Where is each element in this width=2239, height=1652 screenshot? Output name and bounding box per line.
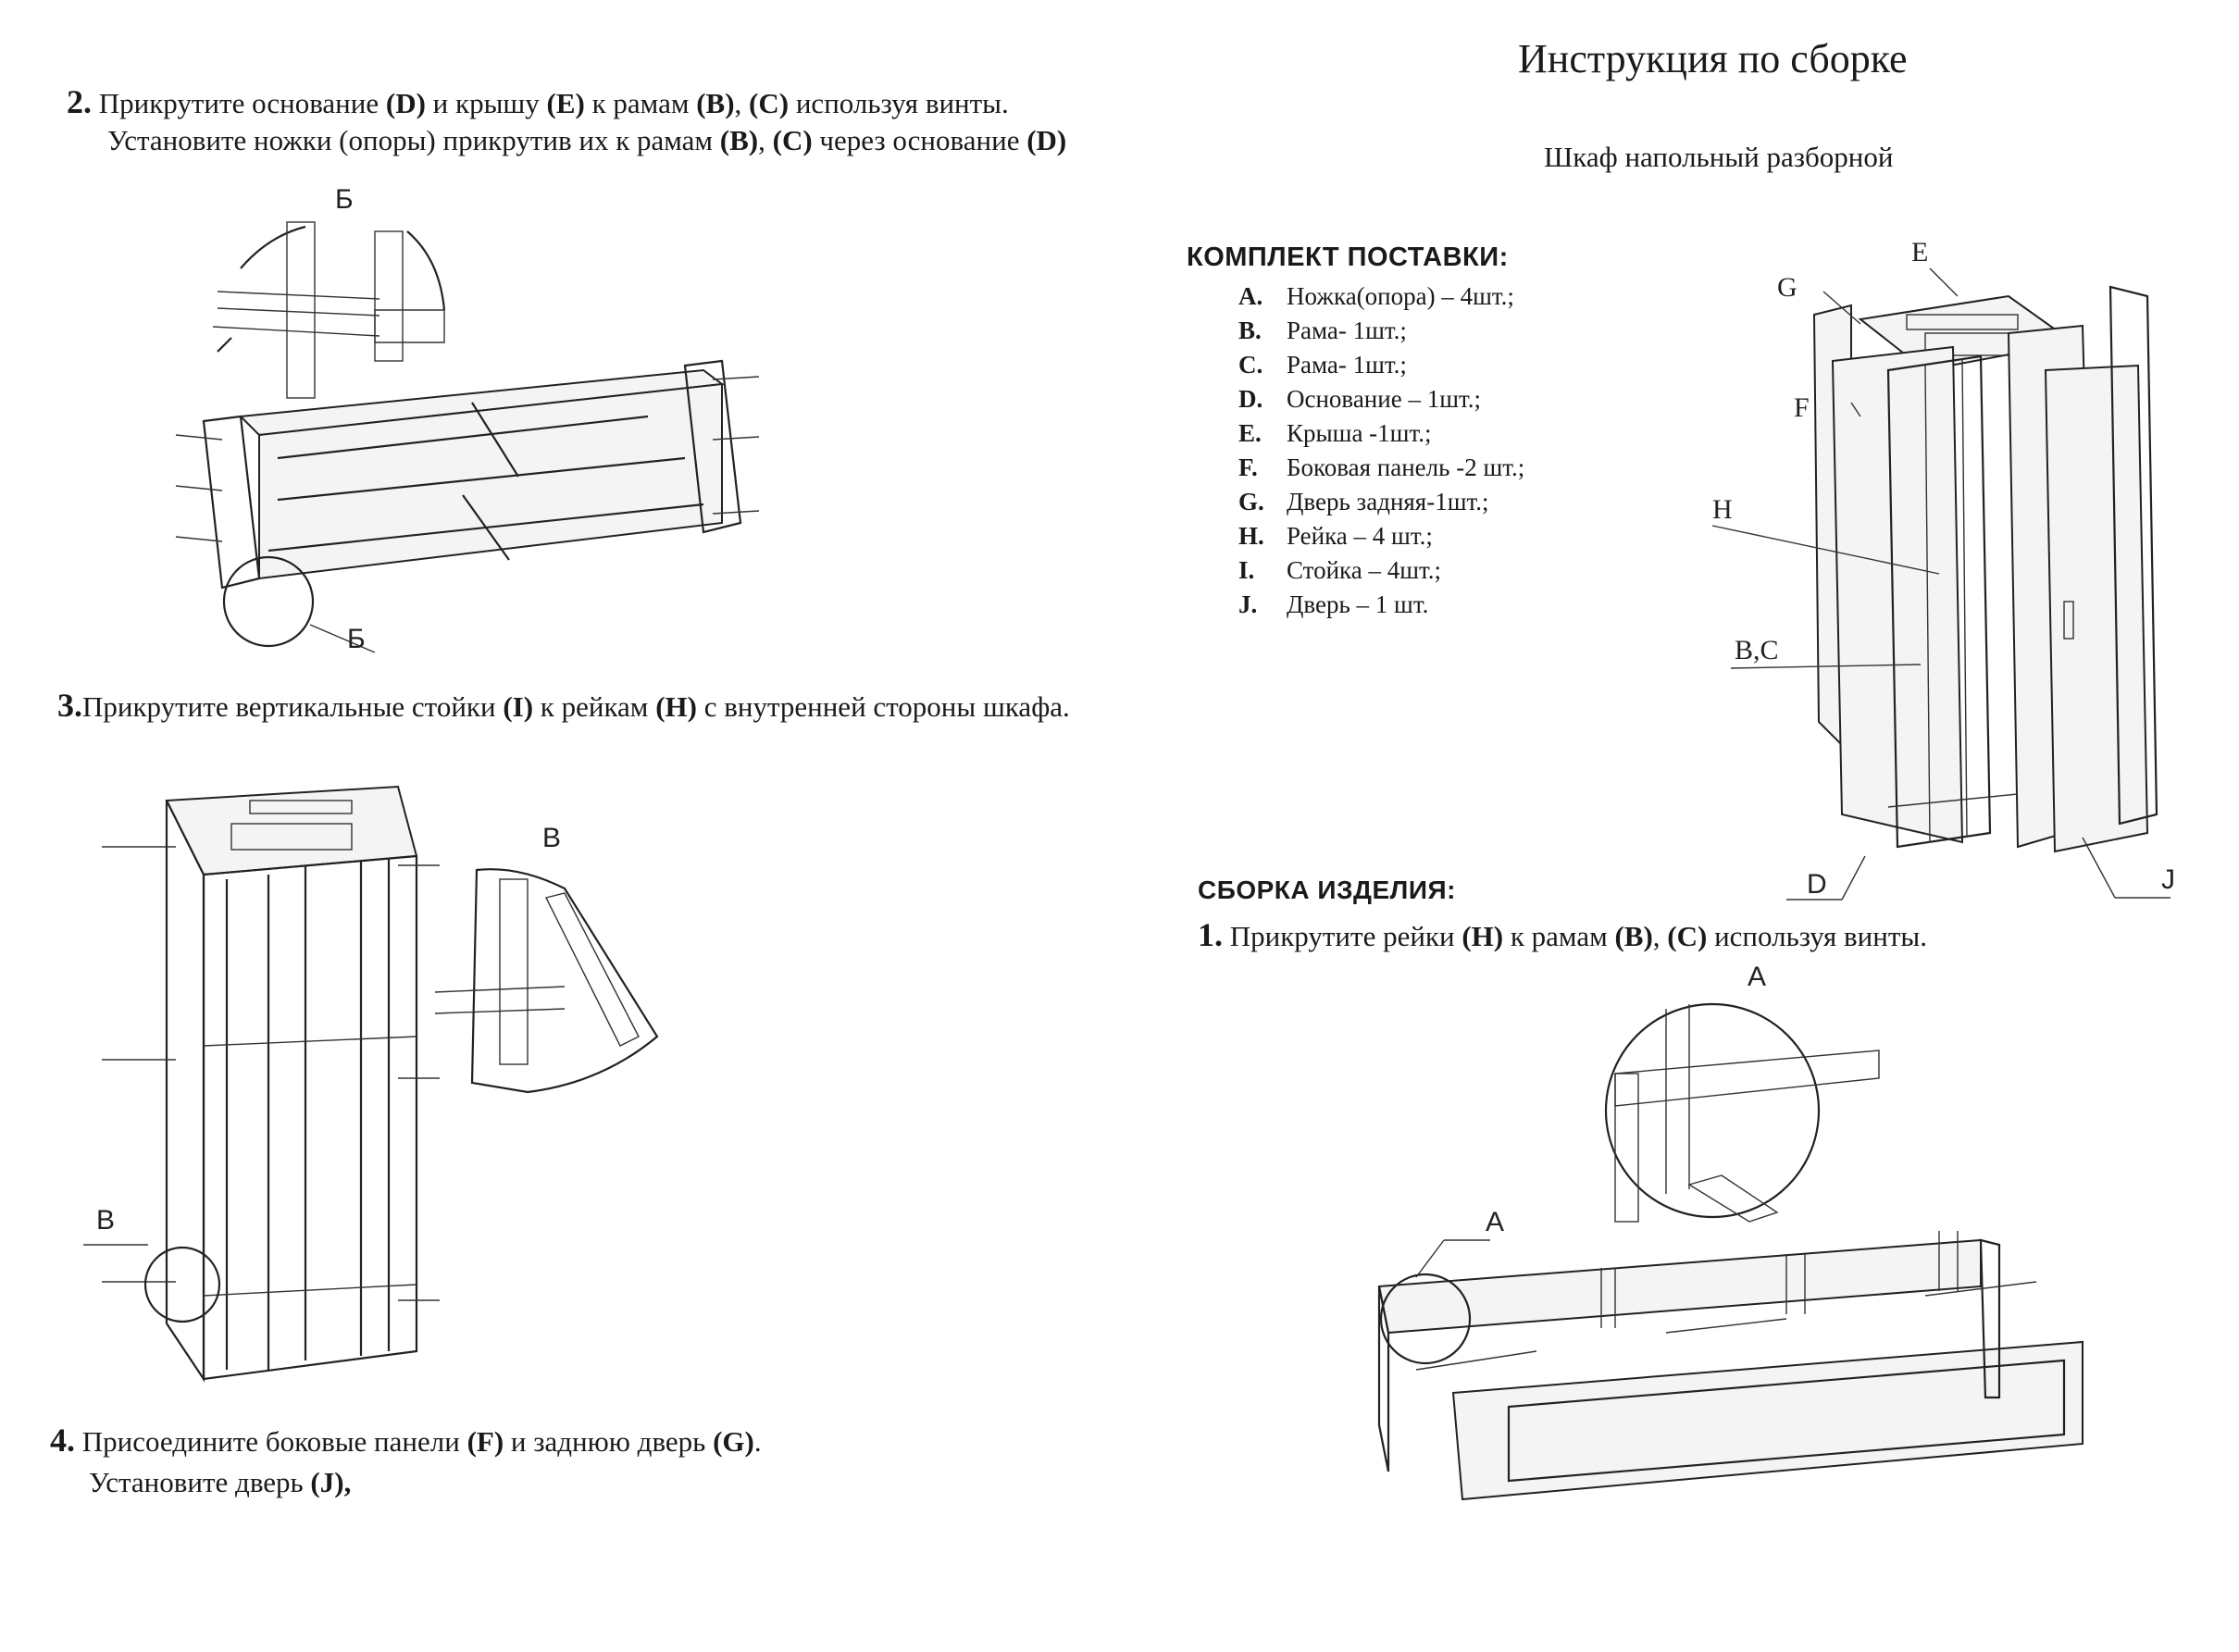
kit-item: E. Крыша -1шт.; [1238, 416, 1524, 451]
step-3-text-part: с внутренней стороны шкафа. [696, 690, 1070, 723]
step-2-text-part: через основание [812, 124, 1027, 156]
step-2-text-part: , [734, 87, 750, 119]
kit-item-text: Дверь задняя-1шт.; [1287, 488, 1489, 515]
step-1-ref: (B) [1614, 920, 1653, 952]
kit-item-letter: B. [1238, 317, 1262, 344]
step-4-ref: (G) [713, 1425, 754, 1458]
kit-item: I. Стойка – 4шт.; [1238, 553, 1524, 588]
kit-heading: КОМПЛЕКТ ПОСТАВКИ: [1187, 242, 1509, 272]
assembly-heading: СБОРКА ИЗДЕЛИЯ: [1198, 876, 1456, 904]
kit-item-text: Стойка – 4шт.; [1287, 556, 1442, 584]
kit-item: C. Рама- 1шт.; [1238, 348, 1524, 382]
step-4-text-part: и заднюю дверь [504, 1425, 714, 1458]
step-1-ref: (H) [1462, 920, 1504, 952]
step-2-text-part: к рамам [584, 87, 697, 119]
step-3-text-part: к рейкам [533, 690, 656, 723]
step-2-text-part: Установите ножки (опоры) прикрутив их к … [107, 124, 720, 156]
step-2-ref: (C) [772, 124, 813, 156]
kit-item-letter: I. [1238, 556, 1255, 584]
kit-item-text: Основание – 1шт.; [1287, 385, 1482, 413]
kit-item: D. Основание – 1шт.; [1238, 382, 1524, 416]
label-v-inset: B [542, 823, 561, 853]
label-cabinet-j: J [2161, 864, 2175, 895]
step-4-ref: (F) [466, 1425, 504, 1458]
step-2-ref: (B) [719, 124, 759, 156]
kit-item-letter: G. [1238, 488, 1264, 515]
kit-item-text: Рейка – 4 шт.; [1287, 522, 1433, 550]
kit-item: H. Рейка – 4 шт.; [1238, 519, 1524, 553]
kit-item-letter: J. [1238, 590, 1258, 618]
step-2-number: 2. [67, 83, 92, 120]
label-cabinet-g: G [1777, 272, 1797, 303]
kit-item-text: Ножка(опора) – 4шт.; [1287, 282, 1514, 310]
step-2-ref: (D) [385, 87, 426, 119]
kit-item-letter: H. [1238, 522, 1264, 550]
step-1-number: 1. [1198, 916, 1223, 953]
step-4-text: 4. Присоедините боковые панели (F) и зад… [50, 1422, 762, 1501]
step-2-text: 2. Прикрутите основание (D) и крышу (E) … [67, 83, 1066, 159]
kit-item: B. Рама- 1шт.; [1238, 314, 1524, 348]
step-3-text-part: Прикрутите вертикальные стойки [82, 690, 504, 723]
step-1-text: 1. Прикрутите рейки (H) к рамам (B), (C)… [1198, 916, 1927, 955]
label-b-bottom: Б [347, 624, 366, 654]
step-2-ref: (C) [749, 87, 790, 119]
step-2-text-part: и крышу [425, 87, 547, 119]
step-2-ref: (D) [1026, 124, 1067, 156]
kit-list: A. Ножка(опора) – 4шт.; B. Рама- 1шт.; C. Р… [1238, 279, 1524, 622]
step-2-text-part: , [758, 124, 773, 156]
kit-item-text: Дверь – 1 шт. [1287, 590, 1429, 618]
step-1-text-part: , [1652, 920, 1668, 952]
kit-item: F. Боковая панель -2 шт.; [1238, 451, 1524, 485]
step-4-ref: (J), [310, 1466, 352, 1498]
step-2-diagram: Б Б [175, 184, 760, 654]
kit-item-text: Боковая панель -2 шт.; [1287, 453, 1525, 481]
step-4-text-part: Установите дверь [89, 1466, 311, 1498]
page-title: Инструкция по сборке [1518, 36, 1908, 81]
label-a-detail: A [1748, 962, 1766, 992]
step-4-text-part: . [753, 1425, 762, 1458]
step-1-diagram: A A [1377, 962, 2084, 1501]
label-b-top: Б [335, 184, 354, 215]
step-1-text-part: используя винты. [1707, 920, 1927, 952]
step-3-text: 3.Прикрутите вертикальные стойки (I) к р… [57, 687, 1070, 726]
step-2-text-part: Прикрутите основание [98, 87, 386, 119]
kit-item-text: Крыша -1шт.; [1287, 419, 1432, 447]
step-1-text-part: Прикрутите рейки [1229, 920, 1462, 952]
kit-item: G. Дверь задняя-1шт.; [1238, 485, 1524, 519]
label-v-circle: B [96, 1205, 115, 1236]
page-subtitle: Шкаф напольный разборной [1544, 141, 1894, 173]
step-3-ref: (H) [655, 690, 697, 723]
cabinet-exploded-diagram: E G F H B,C D J [1711, 237, 2175, 901]
kit-item: A. Ножка(опора) – 4шт.; [1238, 279, 1524, 314]
label-cabinet-d: D [1807, 869, 1827, 900]
step-4-text-part: Присоедините боковые панели [81, 1425, 467, 1458]
step-4-number: 4. [50, 1422, 75, 1459]
step-1-ref: (C) [1667, 920, 1708, 952]
kit-item-letter: C. [1238, 351, 1263, 379]
kit-item-letter: E. [1238, 419, 1262, 447]
label-cabinet-h: H [1712, 494, 1733, 525]
label-cabinet-f: F [1794, 392, 1810, 423]
step-2-ref: (B) [696, 87, 735, 119]
step-2-ref: (E) [546, 87, 585, 119]
kit-item-letter: D. [1238, 385, 1263, 413]
step-2-text-part: используя винты. [789, 87, 1009, 119]
kit-item-letter: A. [1238, 282, 1263, 310]
label-a-circle: A [1486, 1207, 1504, 1237]
kit-item-text: Рама- 1шт.; [1287, 317, 1407, 344]
kit-item: J. Дверь – 1 шт. [1238, 588, 1524, 622]
step-3-diagram: B B [83, 785, 659, 1383]
kit-item-letter: F. [1238, 453, 1258, 481]
step-3-number: 3. [57, 687, 82, 724]
step-1-text-part: к рамам [1503, 920, 1615, 952]
label-cabinet-e: E [1911, 237, 1928, 267]
step-3-ref: (I) [503, 690, 534, 723]
label-cabinet-bc: B,C [1735, 635, 1779, 665]
kit-item-text: Рама- 1шт.; [1287, 351, 1407, 379]
